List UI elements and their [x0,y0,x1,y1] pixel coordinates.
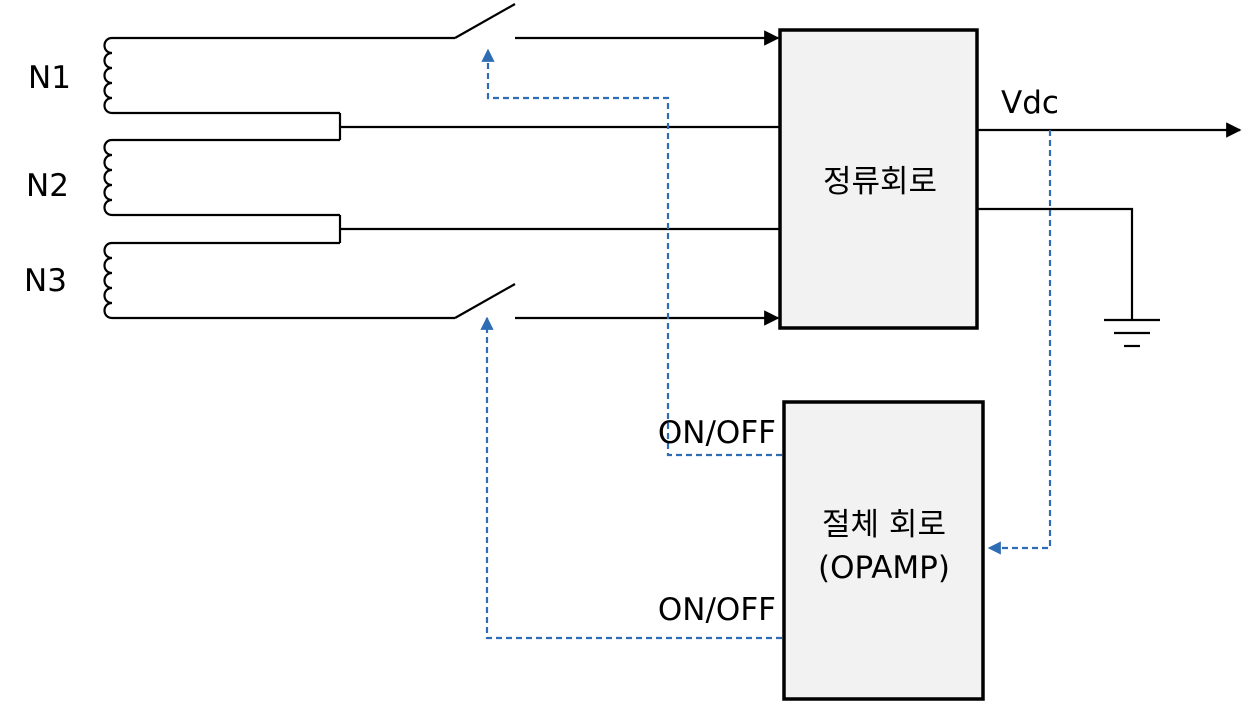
control-signal-bottom [480,316,782,640]
on-off-label-top: ON/OFF [658,415,776,451]
rectifier-block: 정류회로 [778,28,979,330]
winding-n3: N3 [24,241,340,320]
cutoff-label-line1: 절체 회로 [822,507,946,543]
winding-label-n1: N1 [28,60,71,96]
on-off-label-bottom: ON/OFF [658,592,776,628]
vdc-label: Vdc [1001,85,1059,121]
ground-line [978,207,1134,320]
coil-n2 [103,138,340,217]
cutoff-block: 절체 회로 (OPAMP) [782,400,985,701]
winding-label-n3: N3 [24,263,67,299]
cutoff-label-line2: (OPAMP) [818,550,950,586]
ground-icon [1104,318,1160,348]
rectifier-label: 정류회로 [823,164,937,200]
control-signal-top [481,48,782,457]
coil-n1 [103,36,340,115]
winding-label-n2: N2 [26,168,69,204]
switch-top-blade [454,3,516,39]
vdc-feedback-signal [987,130,1052,555]
winding-n1: N1 [28,36,340,115]
coil-n3 [103,241,340,320]
switch-bottom-blade [454,283,516,319]
winding-n2: N2 [26,138,340,217]
